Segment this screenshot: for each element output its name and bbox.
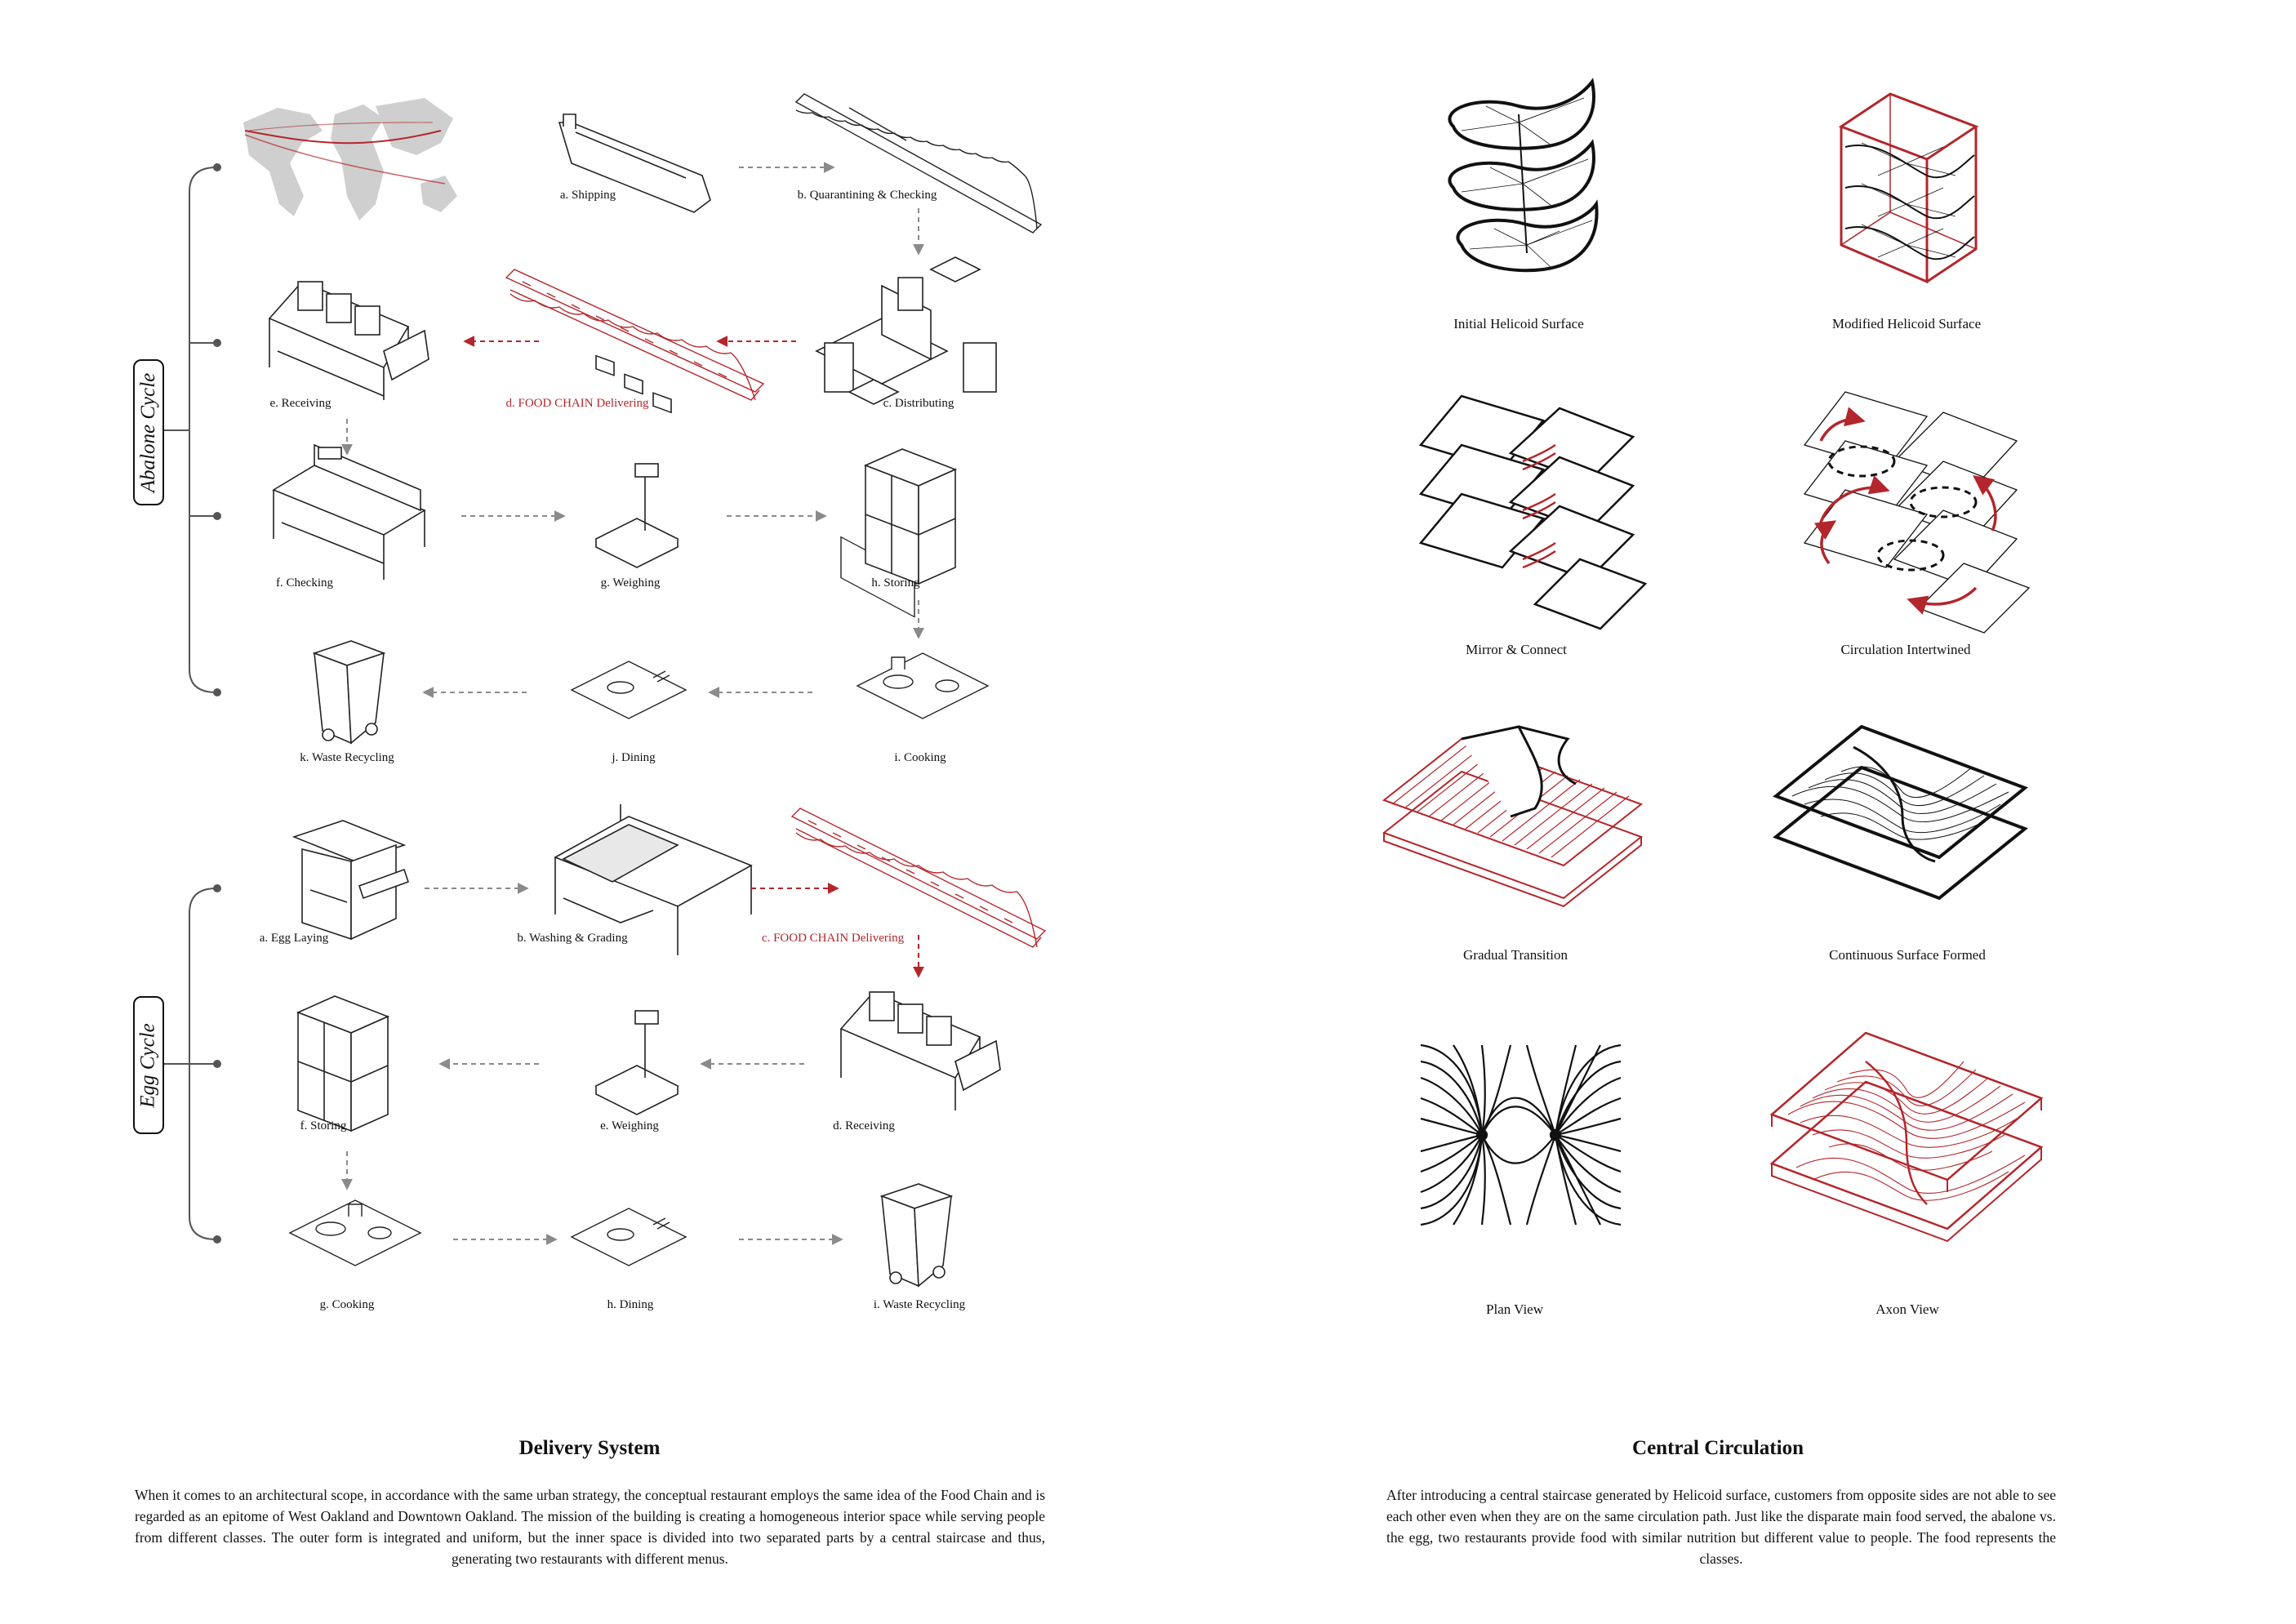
step-caption: c. Distributing xyxy=(883,397,954,410)
receiving-rack-illustration-egg xyxy=(839,991,1001,1110)
diagram-caption: Axon View xyxy=(1876,1301,1939,1317)
distributing-machine-illustration xyxy=(815,256,997,405)
diagram-caption: Circulation Intertwined xyxy=(1840,642,1971,657)
mirror-connect-diagram xyxy=(1418,394,1648,630)
continuous-surface-diagram xyxy=(1773,724,2028,901)
timeline-dot xyxy=(213,1060,221,1068)
plan-view-diagram xyxy=(1420,1043,1622,1226)
storing-cabinet-illustration-egg xyxy=(296,995,390,1132)
step-caption: i. Cooking xyxy=(894,751,946,764)
diagram-caption: Gradual Transition xyxy=(1463,947,1568,963)
step-caption: g. Weighing xyxy=(600,576,661,590)
step-caption: h. Storing xyxy=(871,576,920,590)
cargo-ship-illustration xyxy=(558,113,711,414)
step-caption: i. Waste Recycling xyxy=(873,1298,966,1311)
step-caption: d. Receiving xyxy=(833,1119,895,1132)
food-chain-delivering-illustration-egg xyxy=(790,808,1047,948)
quarantine-conveyor-illustration xyxy=(794,93,1043,618)
step-caption-highlight: d. FOOD CHAIN Delivering xyxy=(505,397,649,410)
cooking-stove-illustration-abalone xyxy=(856,652,990,719)
step-caption: j. Dining xyxy=(612,751,656,764)
step-caption: g. Cooking xyxy=(319,1298,375,1311)
step-caption: e. Weighing xyxy=(600,1119,659,1132)
cooking-stove-illustration-egg xyxy=(288,1199,422,1266)
timeline-dot xyxy=(213,512,221,520)
abalone-bracket xyxy=(161,167,217,693)
diagram-caption: Plan View xyxy=(1486,1301,1543,1317)
gradual-transition-diagram xyxy=(1382,725,1644,908)
initial-helicoid-diagram xyxy=(1448,78,1599,273)
timeline-dot xyxy=(213,688,221,696)
waste-bin-illustration-egg xyxy=(879,1183,954,1288)
abalone-cycle-label: Abalone Cycle xyxy=(133,359,164,505)
central-circulation-text: After introducing a central staircase ge… xyxy=(1386,1487,2056,1567)
delivery-system-text: When it comes to an architectural scope,… xyxy=(135,1487,1045,1567)
food-chain-delivering-illustration-abalone xyxy=(505,269,765,401)
step-caption: f. Checking xyxy=(276,576,333,590)
diagram-caption: Mirror & Connect xyxy=(1466,642,1567,657)
egg-laying-coop-illustration xyxy=(291,820,410,941)
delivery-system-title: Delivery System xyxy=(518,1437,661,1459)
timeline-dot xyxy=(213,339,221,347)
step-caption: h. Dining xyxy=(607,1298,654,1311)
waste-bin-illustration-abalone xyxy=(312,640,386,745)
circulation-intertwined-diagram xyxy=(1803,391,2031,634)
dining-tray-illustration-abalone xyxy=(570,661,687,719)
timeline-dot xyxy=(213,884,221,892)
step-caption: b. Washing & Grading xyxy=(517,932,628,945)
washing-grading-machine-illustration xyxy=(554,804,753,955)
timeline-dot xyxy=(213,163,221,171)
diagram-caption: Continuous Surface Formed xyxy=(1829,947,1986,963)
storing-cabinet-illustration-abalone xyxy=(863,448,958,585)
step-caption: b. Quarantining & Checking xyxy=(797,189,937,202)
weighing-scale-illustration-abalone xyxy=(594,463,679,568)
receiving-rack-illustration xyxy=(268,281,429,400)
step-caption-highlight: c. FOOD CHAIN Delivering xyxy=(761,932,905,945)
timeline-dot xyxy=(213,1235,221,1244)
step-caption: f. Storing xyxy=(300,1119,347,1132)
weighing-scale-illustration-egg xyxy=(594,1010,679,1115)
dining-tray-illustration-egg xyxy=(570,1208,687,1266)
diagram-caption: Initial Helicoid Surface xyxy=(1453,316,1584,331)
axon-view-diagram xyxy=(1769,1031,2044,1243)
egg-cycle-label: Egg Cycle xyxy=(133,996,164,1134)
checking-table-illustration xyxy=(272,443,426,580)
egg-bracket xyxy=(161,888,217,1240)
step-caption: k. Waste Recycling xyxy=(300,751,394,764)
central-circulation-title: Central Circulation xyxy=(1632,1437,1804,1459)
step-caption: a. Egg Laying xyxy=(259,932,329,945)
modified-helicoid-diagram xyxy=(1838,92,1979,284)
world-map-illustration xyxy=(243,98,457,220)
step-caption: e. Receiving xyxy=(269,397,331,410)
diagram-caption: Modified Helicoid Surface xyxy=(1831,316,1982,331)
step-caption: a. Shipping xyxy=(559,189,616,202)
